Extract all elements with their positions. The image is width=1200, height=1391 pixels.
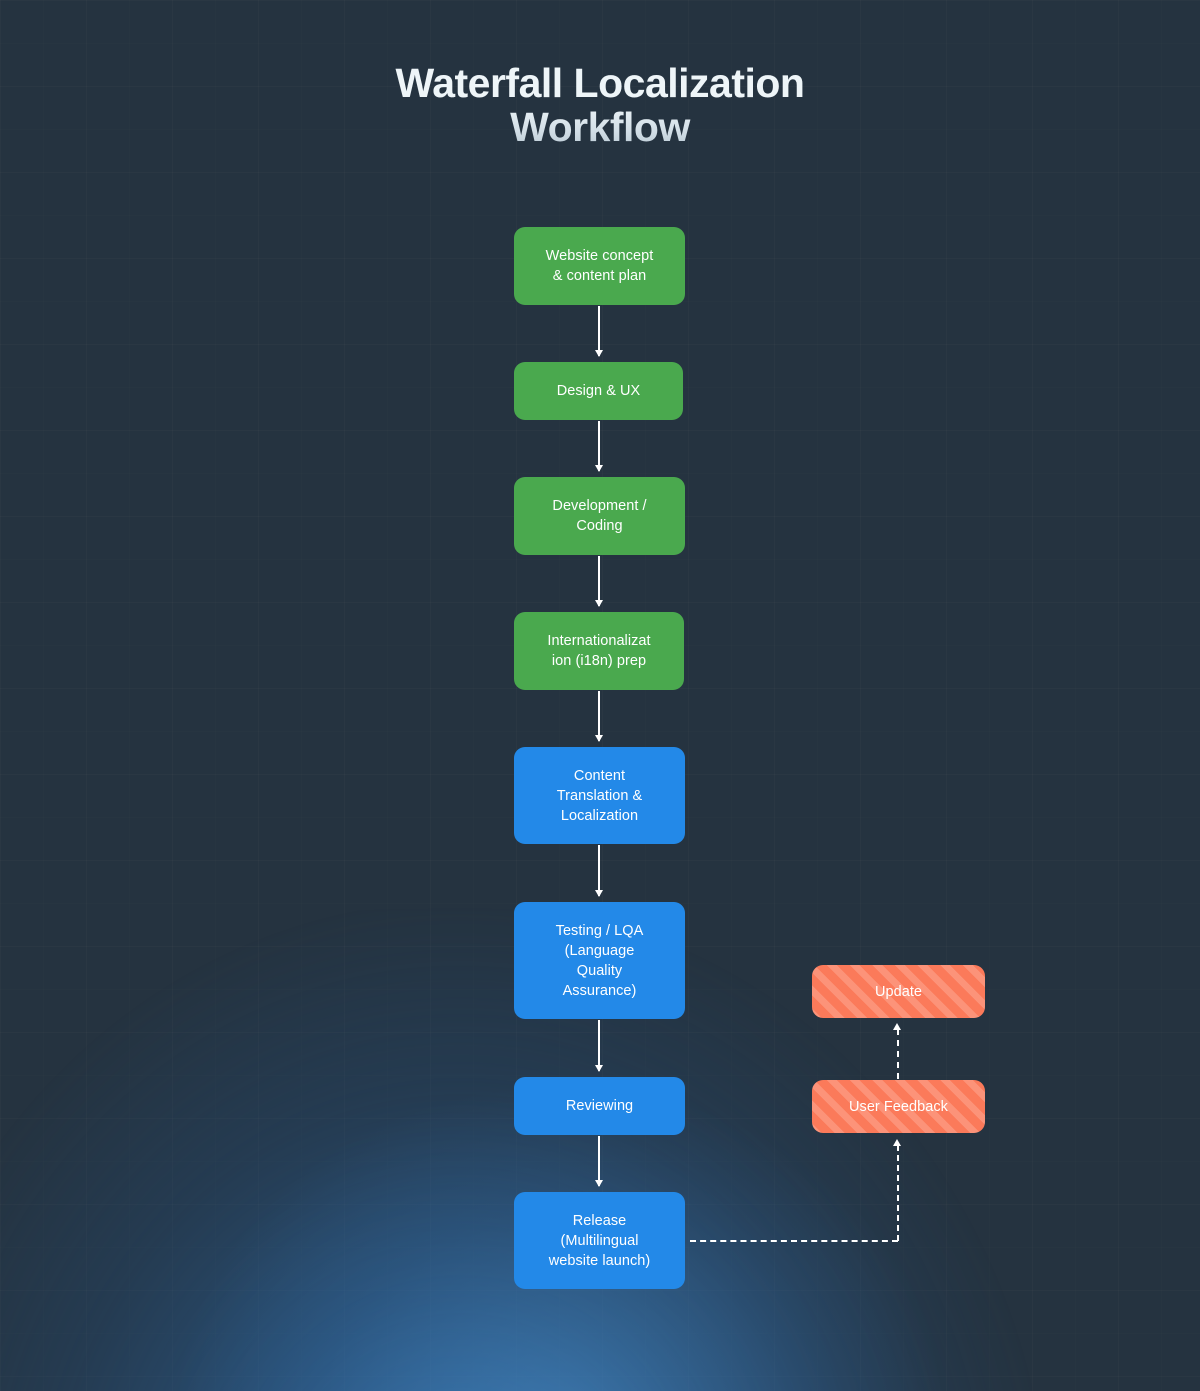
title-line-1: Waterfall Localization (395, 60, 805, 106)
connector-user-feedback-to-update-arrowhead (892, 1023, 901, 1030)
node-label: Update (874, 983, 923, 1000)
node-label: Development / Coding (552, 498, 647, 534)
diagram-title: Waterfall Localization Workflow (0, 60, 1200, 150)
node-label: Content Translation & Localization (556, 767, 643, 824)
connector-website-concept-to-design-ux (598, 306, 600, 356)
title-line-2: Workflow (0, 105, 1200, 150)
connector-design-ux-to-development-coding (598, 421, 600, 471)
connector-i18n-prep-to-content-translation (598, 691, 600, 741)
node-development-coding[interactable]: Development / Coding (514, 477, 685, 555)
connector-testing-lqa-to-reviewing (598, 1020, 600, 1071)
connector-release-to-user-feedback-vertical (897, 1145, 899, 1241)
connector-content-translation-to-testing-lqa (598, 845, 600, 896)
node-content-translation[interactable]: Content Translation & Localization (514, 747, 685, 844)
connector-user-feedback-to-update (897, 1029, 899, 1079)
connector-reviewing-to-release (598, 1136, 600, 1186)
node-testing-lqa[interactable]: Testing / LQA (Language Quality Assuranc… (514, 902, 685, 1019)
node-user-feedback[interactable]: User Feedback (812, 1080, 985, 1133)
node-website-concept[interactable]: Website concept & content plan (514, 227, 685, 305)
connector-release-to-user-feedback-arrowhead (892, 1139, 901, 1146)
node-i18n-prep[interactable]: Internationalizat ion (i18n) prep (514, 612, 684, 690)
node-release[interactable]: Release (Multilingual website launch) (514, 1192, 685, 1289)
node-label: Testing / LQA (Language Quality Assuranc… (555, 922, 644, 999)
node-label: Website concept & content plan (545, 248, 654, 284)
node-label: Internationalizat ion (i18n) prep (547, 633, 651, 669)
connector-release-to-user-feedback-horizontal (690, 1240, 898, 1242)
connector-development-coding-to-i18n-prep (598, 556, 600, 606)
node-label: Reviewing (565, 1098, 634, 1114)
node-reviewing[interactable]: Reviewing (514, 1077, 685, 1135)
node-label: User Feedback (849, 1098, 948, 1115)
node-update[interactable]: Update (812, 965, 985, 1018)
node-label: Release (Multilingual website launch) (548, 1212, 651, 1269)
node-label: Design & UX (556, 383, 641, 399)
node-design-ux[interactable]: Design & UX (514, 362, 683, 420)
